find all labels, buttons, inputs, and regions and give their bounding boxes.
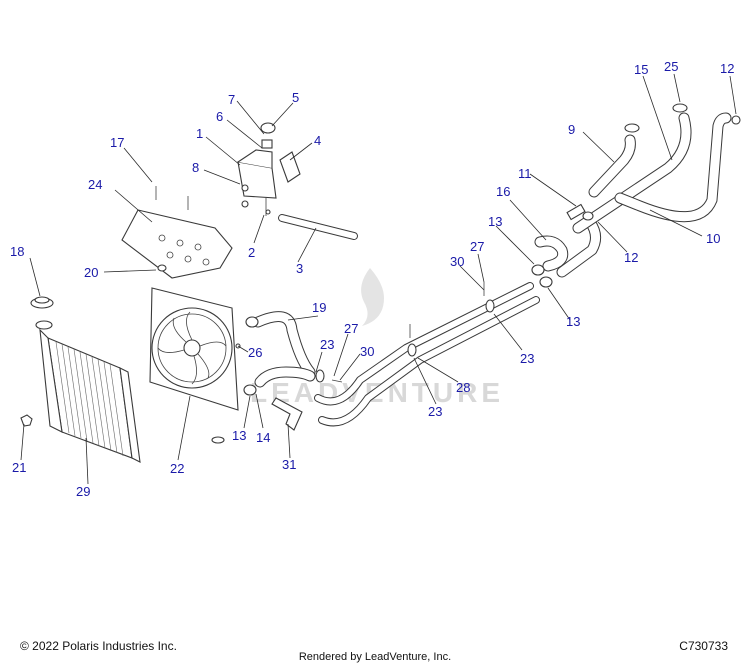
callout-25: 25 (664, 59, 678, 74)
callout-26: 26 (248, 345, 262, 360)
hose-10 (614, 112, 732, 223)
callout-13-a: 13 (488, 214, 502, 229)
callout-27-a: 27 (470, 239, 484, 254)
grommet (157, 264, 167, 272)
callout-30-a: 30 (450, 254, 464, 269)
callout-17: 17 (110, 135, 124, 150)
callout-20: 20 (84, 265, 98, 280)
coolant-pipe-28 (314, 282, 540, 427)
callout-19: 19 (312, 300, 326, 315)
rendered-by-text: Rendered by LeadVenture, Inc. (298, 651, 452, 663)
callouts: 1 2 3 4 5 6 7 8 9 10 11 12 12 13 13 13 1… (10, 59, 734, 499)
callout-29: 29 (76, 484, 90, 499)
callout-11: 11 (518, 166, 532, 181)
callout-14: 14 (256, 430, 270, 445)
callout-21: 21 (12, 460, 26, 475)
mounting-bracket (121, 186, 233, 279)
callout-22: 22 (170, 461, 184, 476)
radiator (35, 320, 141, 463)
callout-8: 8 (192, 160, 199, 175)
callout-4: 4 (314, 133, 321, 148)
fan-shroud (149, 287, 239, 444)
leader-lines (20, 73, 737, 485)
callout-13-c: 13 (232, 428, 246, 443)
callout-7: 7 (228, 92, 235, 107)
callout-3: 3 (296, 261, 303, 276)
hose-16 (534, 235, 569, 272)
hose-14 (254, 366, 316, 388)
callout-31: 31 (282, 457, 296, 472)
hose-19 (252, 311, 316, 378)
watermark: LEADVENTURE (250, 268, 500, 408)
callout-6: 6 (216, 109, 223, 124)
fitting-11 (566, 203, 586, 221)
callout-1: 1 (196, 126, 203, 141)
hose-9 (588, 134, 636, 198)
callout-24: 24 (88, 177, 102, 192)
callout-16: 16 (496, 184, 510, 199)
diagram-code: C730733 (679, 639, 728, 653)
callout-9: 9 (568, 122, 575, 137)
callout-15: 15 (634, 62, 648, 77)
callout-23-b: 23 (320, 337, 334, 352)
coolant-reservoir (237, 122, 301, 216)
callout-13-b: 13 (566, 314, 580, 329)
callout-23-a: 23 (520, 351, 534, 366)
drain-plug (20, 414, 33, 427)
callout-12-a: 12 (624, 250, 638, 265)
bracket-31 (271, 397, 303, 431)
copyright-text: © 2022 Polaris Industries Inc. (20, 639, 177, 653)
callout-28: 28 (456, 380, 470, 395)
callout-27-b: 27 (344, 321, 358, 336)
hose-15 (572, 112, 692, 234)
callout-5: 5 (292, 90, 299, 105)
callout-12-b: 12 (720, 61, 734, 76)
callout-2: 2 (248, 245, 255, 260)
callout-30-b: 30 (360, 344, 374, 359)
callout-10: 10 (706, 231, 720, 246)
radiator-cap (30, 296, 54, 309)
hose-clamps (235, 103, 741, 396)
callout-23-c: 23 (428, 404, 442, 419)
callout-18: 18 (10, 244, 24, 259)
